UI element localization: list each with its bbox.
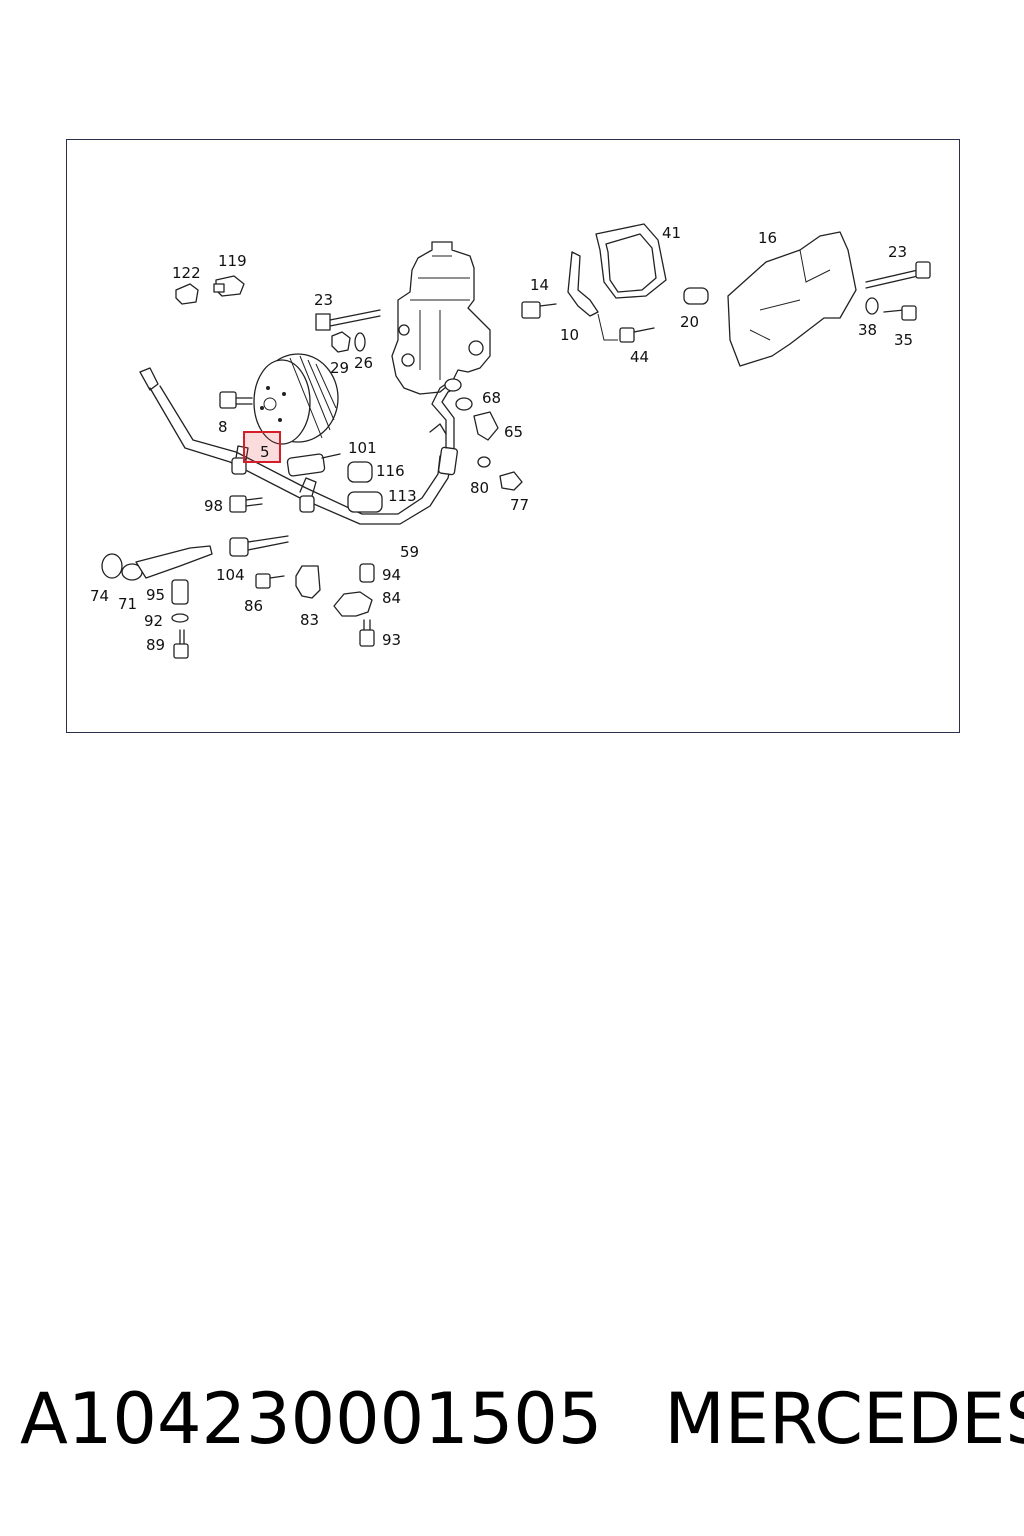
callout-68: 68 [482,389,501,407]
callout-71: 71 [118,595,137,613]
callout-86: 86 [244,597,263,615]
callout-80: 80 [470,479,489,497]
callout-44: 44 [630,348,649,366]
callout-26: 26 [354,354,373,372]
callout-59: 59 [400,543,419,561]
callout-29: 29 [330,359,349,377]
parts-diagram-frame [66,139,960,733]
callout-104: 104 [216,566,245,584]
brand-name: MERCEDES [664,1378,1024,1460]
callout-38: 38 [858,321,877,339]
callout-20: 20 [680,313,699,331]
callout-8: 8 [218,418,228,436]
callout-5: 5 [260,443,270,461]
callout-95: 95 [146,586,165,604]
callout-35: 35 [894,331,913,349]
callout-10: 10 [560,326,579,344]
pressure-hose-drawing [139,367,462,525]
callout-101: 101 [348,439,377,457]
callout-23-right: 23 [888,243,907,261]
callout-23: 23 [314,291,333,309]
callout-94: 94 [382,566,401,584]
callout-89: 89 [146,636,165,654]
callout-83: 83 [300,611,319,629]
callout-77: 77 [510,496,529,514]
callout-41: 41 [662,224,681,242]
callout-122: 122 [172,264,201,282]
callout-84: 84 [382,589,401,607]
steering-pump-drawing [391,241,491,395]
callout-119: 119 [218,252,247,270]
callout-16: 16 [758,229,777,247]
callout-labels: 122 119 23 29 26 14 41 16 23 10 20 44 38… [90,224,913,654]
small-parts-drawings [101,223,931,659]
highlight-box-5 [243,431,281,463]
part-number: A104230001505 [20,1378,603,1460]
callout-14: 14 [530,276,549,294]
callout-92: 92 [144,612,163,630]
callout-98: 98 [204,497,223,515]
callout-93: 93 [382,631,401,649]
callout-116: 116 [376,462,405,480]
pulley-drawing [253,353,339,445]
callout-113: 113 [388,487,417,505]
part-caption: A104230001505 MERCEDES [20,1378,1024,1468]
callout-74: 74 [90,587,109,605]
callout-65: 65 [504,423,523,441]
